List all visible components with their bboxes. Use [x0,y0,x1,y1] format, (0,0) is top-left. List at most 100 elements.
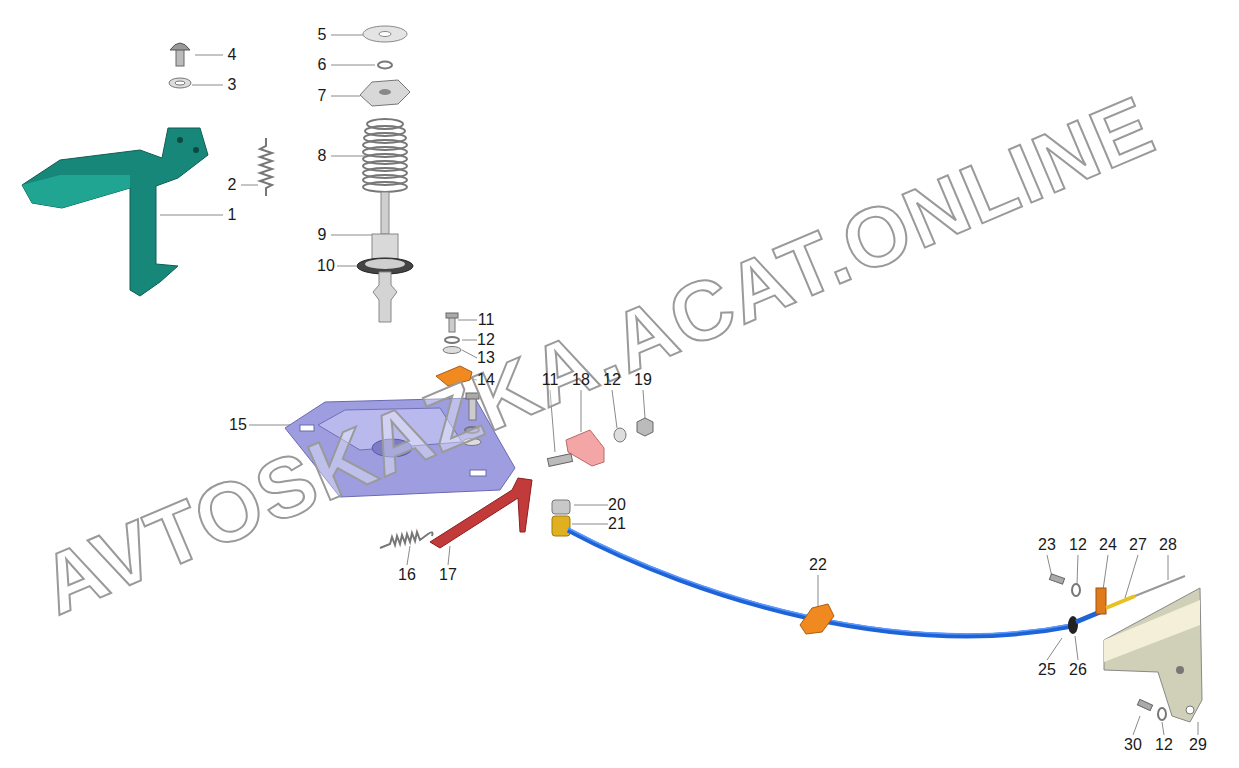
plunger [365,259,405,269]
leader-lines [1125,555,1138,598]
callout-number: 18 [572,372,590,388]
washer-hole [175,81,185,85]
cable-clamp [552,500,570,514]
callout-number: 25 [1038,662,1056,678]
base-plate [470,470,486,476]
screw [176,48,184,66]
plunger [357,192,413,322]
clamp [800,604,834,634]
callout-number: 4 [228,47,237,63]
callout-number: 30 [1124,737,1142,753]
callout-number: 21 [608,516,626,532]
plunger [373,272,397,322]
callout-number: 14 [477,372,495,388]
washer-hole [379,32,391,37]
plate [360,80,410,106]
mounting-bracket [1176,666,1184,674]
leader-lines [1162,722,1164,735]
callout-number: 11 [542,372,559,388]
bolt-set [446,313,458,318]
rod [1135,576,1185,596]
spring [260,138,272,196]
callout-number: 23 [1038,537,1056,553]
callout-number: 17 [439,567,457,583]
clip-set [614,428,626,442]
callout-number: 22 [809,557,827,573]
clip-set [547,454,572,467]
clip-set [637,418,653,436]
leader-lines [249,425,290,426]
callout-number: 19 [634,372,652,388]
pedal [193,147,199,153]
watermark: AVTOSKAZKA.ACAT.ONLINE [30,83,1165,628]
callout-number: 7 [318,88,327,104]
leader-lines [1075,636,1078,660]
callout-number: 5 [318,27,327,43]
bolt-set [443,347,461,354]
callout-number: 16 [398,567,416,583]
callout-number: 10 [317,258,335,274]
plate [1096,588,1106,614]
leader-lines [1077,555,1078,584]
bolt-set [445,337,459,343]
washer [169,78,191,88]
washer [1158,708,1166,720]
callout-number: 24 [1099,537,1117,553]
leader-lines [331,235,372,236]
callout-number: 15 [229,417,247,433]
leader-lines [192,85,223,86]
leader-lines [572,524,608,525]
callout-number: 12 [1155,737,1173,753]
callout-number: 8 [318,148,327,164]
pedal [22,128,208,296]
leader-lines [241,185,258,186]
bolt [1049,574,1064,584]
leader-lines [1198,722,1199,735]
leader-lines [160,215,223,216]
callout-number: 26 [1069,662,1087,678]
plate [360,80,410,106]
mounting-bracket [1104,588,1202,722]
mounting-bracket [1104,588,1202,722]
callout-number: 29 [1189,737,1207,753]
base-plate [300,425,314,431]
leader-lines [643,390,645,418]
spring [380,532,433,548]
leader-lines [1103,555,1108,590]
leader-lines [331,96,360,97]
callout-number: 2 [228,177,237,193]
screw [170,43,190,66]
pedal [177,137,183,143]
leader-lines [574,505,608,506]
leader-lines [331,35,363,36]
leader-lines [337,266,356,267]
callout-number: 9 [318,227,327,243]
leader-lines [1047,638,1062,660]
pedal [22,175,130,208]
callout-number: 27 [1129,537,1147,553]
coil-spring [363,182,407,192]
leader-lines [462,340,477,341]
mounting-bracket [1186,706,1194,714]
cable [568,528,1072,634]
plate [379,89,391,95]
plunger [381,192,389,234]
cable-clamp [552,516,570,536]
callout-number: 11 [478,312,495,328]
leader-lines [407,546,410,565]
leader-lines [195,55,223,56]
callout-number: 20 [608,497,626,513]
pedal [22,128,208,296]
callout-number: 28 [1159,537,1177,553]
cable-clamp [552,500,570,536]
ring [378,62,392,69]
clip-set [547,418,653,466]
leader-lines [1133,716,1140,735]
leader-lines [462,350,477,358]
leader-lines [1168,555,1169,580]
screw [170,43,190,50]
mounting-bracket [1104,600,1200,662]
callout-number: 13 [477,350,495,366]
ring [1068,616,1078,634]
